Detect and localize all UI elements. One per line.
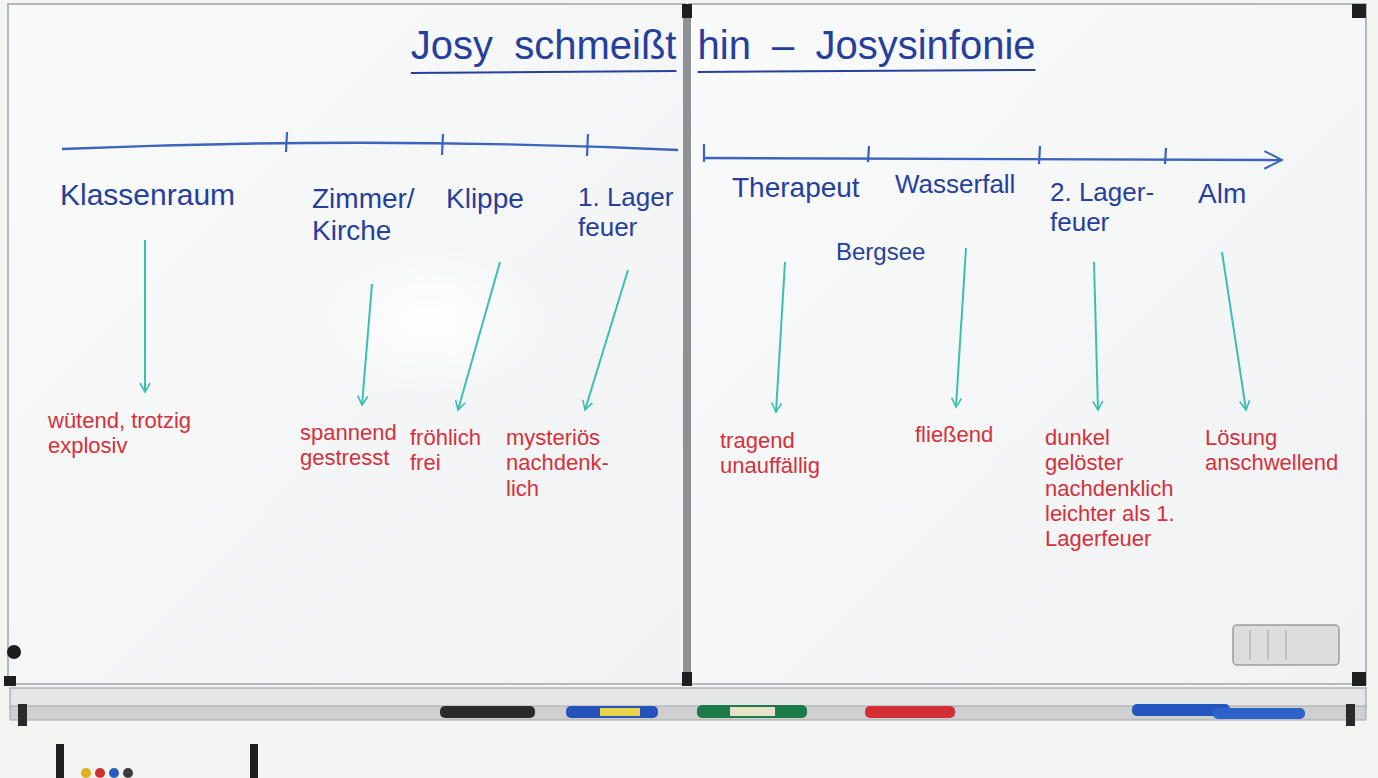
eraser (1233, 625, 1339, 665)
title-underline (411, 71, 677, 73)
mood-arrow (956, 248, 966, 407)
mood-note: mysteriös nachdenk- lich (506, 425, 618, 501)
board-seam (683, 4, 691, 686)
scene-label: Bergsee (836, 238, 925, 266)
mood-note: fröhlich frei (410, 425, 502, 476)
left-board (8, 4, 685, 684)
marker-blue (566, 706, 658, 718)
mood-note: wütend, trotzig explosiv (48, 408, 233, 459)
scene-label: 1. Lager feuer (578, 183, 678, 243)
magnet-dot (7, 645, 21, 659)
magnet (123, 768, 133, 778)
light-glare (310, 245, 550, 395)
marker-label (600, 708, 640, 716)
mood-note: spannend gestresst (300, 420, 405, 471)
scene-label: Klippe (446, 183, 524, 215)
magnet (95, 768, 105, 778)
scene-label: Wasserfall (895, 170, 1015, 200)
tray-bracket (18, 704, 27, 726)
timeline-tick (442, 134, 443, 155)
timeline-tick (703, 144, 705, 162)
timeline-tick (1039, 146, 1040, 164)
scene-label: 2. Lager- feuer (1050, 178, 1165, 238)
frame-corner (682, 4, 692, 18)
marker-red (865, 706, 955, 718)
frame-corner (4, 676, 16, 686)
magnet (109, 768, 119, 778)
timeline-tick (868, 146, 869, 162)
frame-corner (682, 672, 692, 686)
mood-note: fließend (915, 422, 993, 447)
mood-note: Lösung anschwellend (1205, 425, 1365, 476)
mood-arrow (1222, 252, 1246, 410)
mood-note: dunkel gelöster nachdenklich leichter al… (1045, 425, 1193, 551)
timeline-tick (1165, 148, 1166, 164)
frame-corner (1352, 4, 1366, 18)
stand-leg (250, 744, 258, 778)
timeline-tick (286, 132, 287, 152)
board-title: Josy schmeißt hin – Josysinfonie (411, 22, 1036, 68)
mood-note: tragend unauffällig (720, 428, 840, 479)
timeline-tick (587, 134, 588, 156)
tray-bracket (1346, 704, 1355, 726)
marker-black (440, 706, 535, 718)
marker-label (730, 707, 775, 716)
timeline (62, 143, 678, 150)
scene-label: Klassenraum (60, 178, 235, 213)
magnet (81, 768, 91, 778)
title-underline (698, 70, 1036, 72)
timeline-arrow (704, 158, 1282, 160)
scene-label: Zimmer/ Kirche (312, 183, 424, 247)
mood-arrow (144, 240, 146, 392)
mood-arrow (1094, 262, 1098, 410)
marker-green (697, 705, 807, 718)
scene-label: Therapeut (732, 172, 860, 204)
eraser-groove (1267, 630, 1269, 660)
mood-arrow (585, 270, 628, 410)
right-board (689, 4, 1366, 684)
eraser-groove (1249, 630, 1251, 660)
eraser-groove (1285, 630, 1287, 660)
stand-leg (56, 744, 64, 778)
scene-label: Alm (1198, 178, 1246, 210)
mood-arrow (776, 262, 785, 412)
mood-arrow (458, 262, 500, 410)
mood-arrow (362, 284, 372, 405)
marker-blue (1213, 708, 1305, 719)
frame-corner (1352, 672, 1366, 686)
